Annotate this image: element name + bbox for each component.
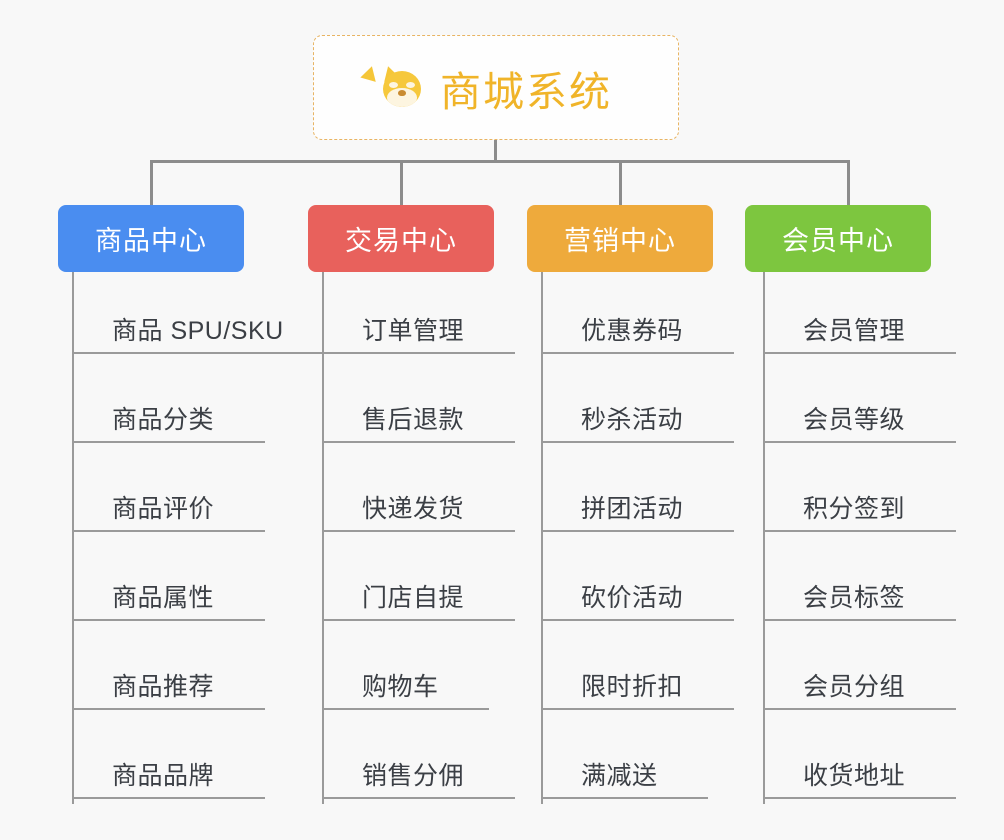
- subitem-column-trade-center: 订单管理 售后退款 快递发货 门店自提 购物车 销售分佣: [322, 272, 552, 804]
- root-node-card[interactable]: 商城系统: [313, 35, 679, 140]
- list-item-label: 订单管理: [362, 317, 465, 345]
- list-item-label: 商品评价: [112, 495, 215, 523]
- subitem-column-product-center: 商品 SPU/SKU 商品分类 商品评价 商品属性 商品推荐 商品品牌: [72, 272, 334, 804]
- list-item[interactable]: 积分签到: [763, 450, 956, 532]
- subitem-column-marketing-center: 优惠券码 秒杀活动 拼团活动 砍价活动 限时折扣 满减送: [541, 272, 771, 804]
- list-item[interactable]: 会员管理: [763, 272, 956, 354]
- root-title: 商城系统: [440, 68, 612, 115]
- list-item-label: 会员分组: [803, 673, 906, 701]
- list-item-label: 快递发货: [362, 495, 465, 523]
- list-item[interactable]: 商品属性: [72, 539, 265, 621]
- connector-drop-2: [400, 160, 403, 205]
- list-item-label: 会员等级: [803, 406, 906, 434]
- list-item[interactable]: 售后退款: [322, 361, 515, 443]
- list-item-label: 会员管理: [803, 317, 906, 345]
- connector-drop-3: [619, 160, 622, 205]
- list-item[interactable]: 会员等级: [763, 361, 956, 443]
- list-item-label: 积分签到: [803, 495, 906, 523]
- category-label: 会员中心: [782, 226, 894, 256]
- column-spine: [72, 272, 74, 804]
- list-item-label: 优惠券码: [581, 317, 684, 345]
- list-item-label: 会员标签: [803, 584, 906, 612]
- list-item[interactable]: 优惠券码: [541, 272, 734, 354]
- list-item[interactable]: 商品推荐: [72, 628, 265, 710]
- list-item-label: 购物车: [362, 673, 439, 701]
- list-item[interactable]: 购物车: [322, 628, 489, 710]
- list-item-label: 销售分佣: [362, 762, 465, 790]
- dog-face-icon: [360, 63, 426, 111]
- column-spine: [763, 272, 765, 804]
- subitem-column-member-center: 会员管理 会员等级 积分签到 会员标签 会员分组 收货地址: [763, 272, 993, 804]
- connector-drop-4: [847, 160, 850, 205]
- list-item[interactable]: 商品 SPU/SKU: [72, 272, 334, 354]
- column-spine: [322, 272, 324, 804]
- column-spine: [541, 272, 543, 804]
- list-item[interactable]: 快递发货: [322, 450, 515, 532]
- category-label: 交易中心: [345, 226, 457, 256]
- category-box-marketing-center[interactable]: 营销中心: [527, 205, 713, 272]
- list-item[interactable]: 订单管理: [322, 272, 515, 354]
- list-item-label: 满减送: [581, 762, 658, 790]
- category-box-member-center[interactable]: 会员中心: [745, 205, 931, 272]
- list-item[interactable]: 商品分类: [72, 361, 265, 443]
- list-item-label: 拼团活动: [581, 495, 684, 523]
- list-item-label: 秒杀活动: [581, 406, 684, 434]
- list-item-label: 商品 SPU/SKU: [112, 317, 284, 345]
- list-item[interactable]: 商品品牌: [72, 717, 265, 799]
- list-item-label: 收货地址: [803, 762, 906, 790]
- connector-drop-1: [150, 160, 153, 205]
- list-item[interactable]: 门店自提: [322, 539, 515, 621]
- list-item-label: 砍价活动: [581, 584, 684, 612]
- category-box-product-center[interactable]: 商品中心: [58, 205, 244, 272]
- list-item[interactable]: 砍价活动: [541, 539, 734, 621]
- category-box-trade-center[interactable]: 交易中心: [308, 205, 494, 272]
- category-label: 营销中心: [564, 226, 676, 256]
- list-item-label: 门店自提: [362, 584, 465, 612]
- list-item[interactable]: 会员分组: [763, 628, 956, 710]
- list-item[interactable]: 限时折扣: [541, 628, 734, 710]
- list-item-label: 商品推荐: [112, 673, 215, 701]
- list-item[interactable]: 商品评价: [72, 450, 265, 532]
- list-item-label: 商品品牌: [112, 762, 215, 790]
- connector-root-vertical: [494, 140, 497, 162]
- list-item-label: 售后退款: [362, 406, 465, 434]
- category-label: 商品中心: [95, 226, 207, 256]
- list-item[interactable]: 收货地址: [763, 717, 956, 799]
- list-item-label: 商品分类: [112, 406, 215, 434]
- list-item[interactable]: 拼团活动: [541, 450, 734, 532]
- connector-horizontal-bus: [150, 160, 850, 163]
- list-item[interactable]: 秒杀活动: [541, 361, 734, 443]
- list-item[interactable]: 会员标签: [763, 539, 956, 621]
- list-item[interactable]: 满减送: [541, 717, 708, 799]
- list-item-label: 商品属性: [112, 584, 215, 612]
- list-item-label: 限时折扣: [581, 673, 684, 701]
- list-item[interactable]: 销售分佣: [322, 717, 515, 799]
